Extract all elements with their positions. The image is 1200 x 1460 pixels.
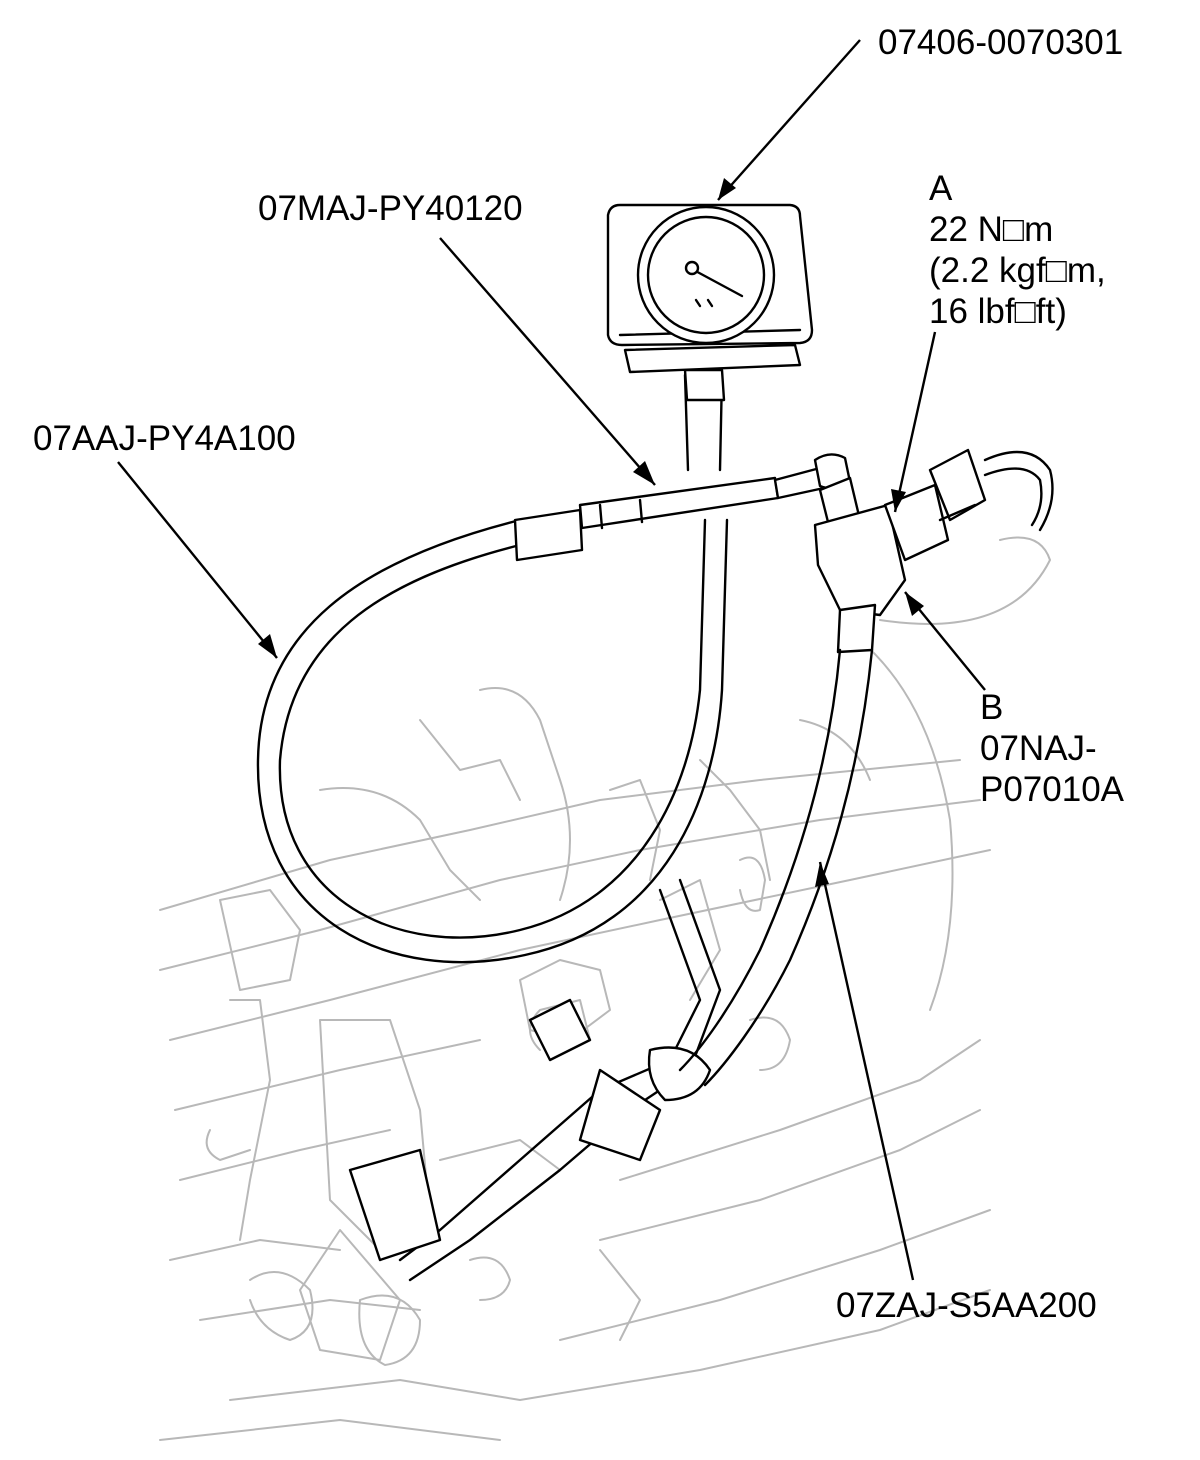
label-adapter-letter: B bbox=[980, 688, 1004, 727]
label-hose-lower: 07ZAJ-S5AA200 bbox=[836, 1286, 1097, 1325]
label-adapter-part-1: 07NAJ- bbox=[980, 729, 1097, 768]
t-adapter bbox=[813, 448, 1054, 617]
label-torque-kgfm: (2.2 kgf□m, bbox=[929, 251, 1106, 290]
leader-hose-upper bbox=[439, 237, 656, 486]
engine-background bbox=[159, 536, 1051, 1441]
fuel-rail bbox=[348, 878, 722, 1282]
leader-gauge bbox=[717, 39, 861, 201]
label-torque-nm: 22 N□m bbox=[929, 210, 1054, 249]
arrowhead-gauge bbox=[718, 178, 736, 200]
arrowhead-bolt bbox=[891, 489, 906, 512]
loop-hose bbox=[256, 518, 729, 964]
leader-hose-loop bbox=[117, 461, 278, 659]
leader-lines bbox=[117, 39, 986, 1281]
label-gauge: 07406-0070301 bbox=[878, 23, 1124, 62]
leader-bolt bbox=[893, 331, 937, 513]
arrowhead-hose-upper bbox=[633, 461, 655, 485]
label-hose-loop: 07AAJ-PY4A100 bbox=[33, 419, 296, 458]
label-torque-lbfft: 16 lbf□ft) bbox=[929, 292, 1067, 331]
arrowhead-hose-loop bbox=[258, 634, 277, 658]
pressure-gauge bbox=[606, 203, 814, 374]
leader-hose-lower bbox=[818, 861, 915, 1281]
upper-hose bbox=[513, 453, 852, 562]
label-hose-upper: 07MAJ-PY40120 bbox=[258, 189, 523, 228]
arrowhead-adapter bbox=[905, 592, 924, 616]
lower-hose bbox=[678, 603, 877, 1087]
arrowhead-hose-lower bbox=[815, 862, 829, 887]
label-bolt-letter: A bbox=[929, 169, 953, 208]
gauge-stem bbox=[683, 368, 726, 472]
label-adapter-part-2: P07010A bbox=[980, 770, 1125, 809]
